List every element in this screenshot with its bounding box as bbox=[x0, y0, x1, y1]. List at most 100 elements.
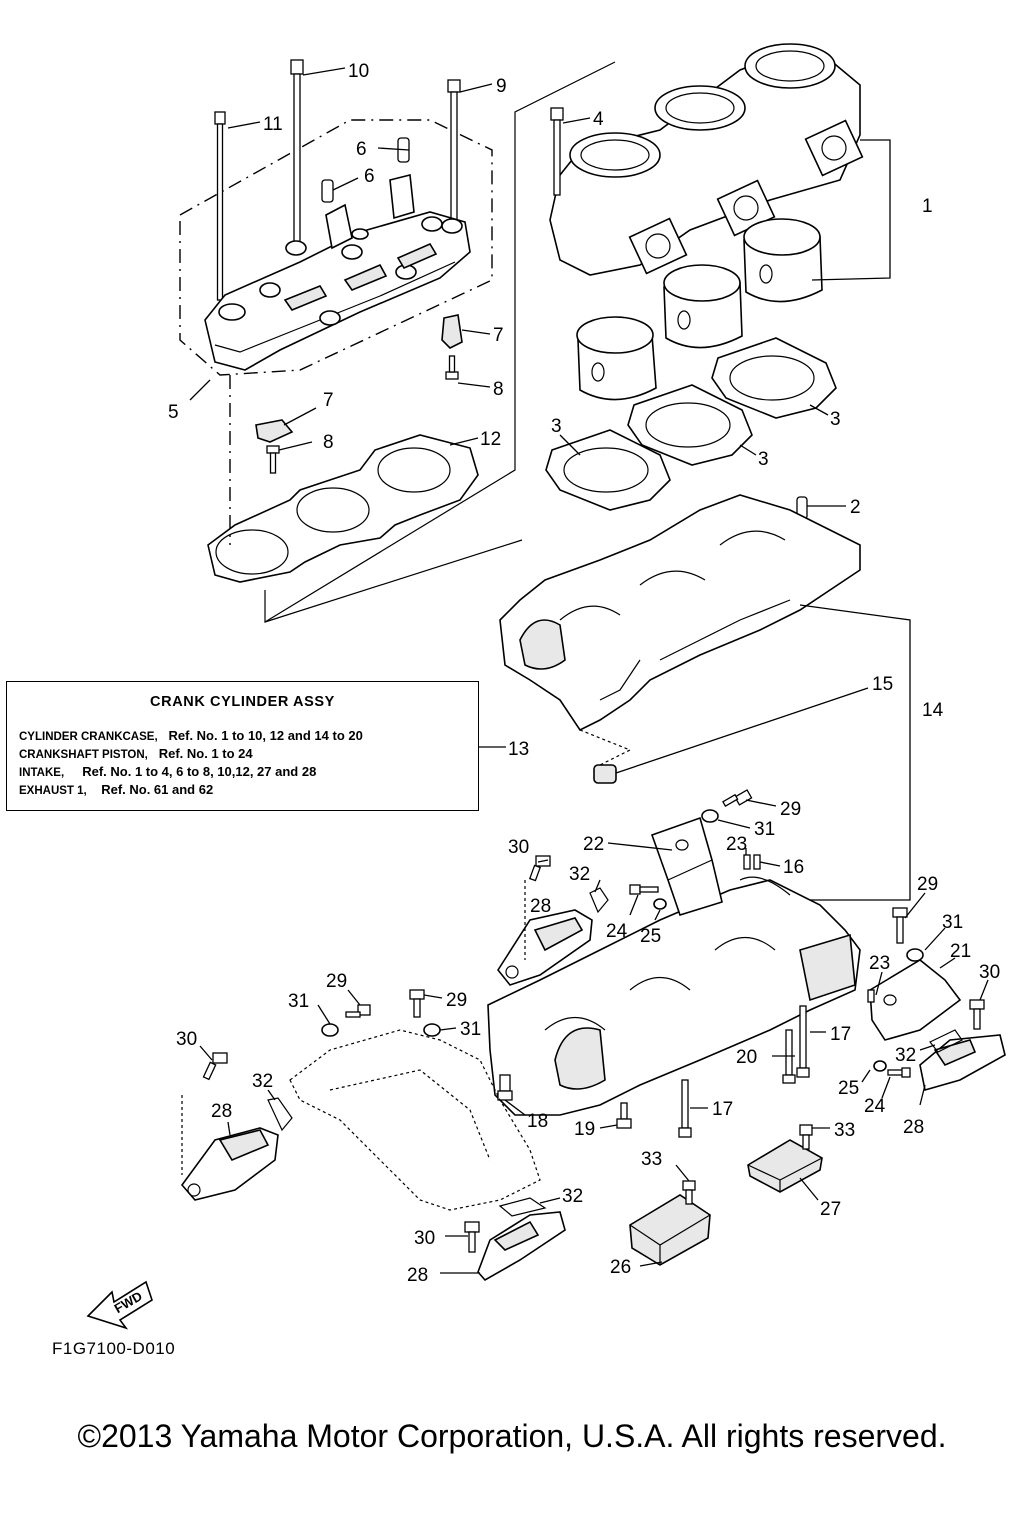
callout-19: 19 bbox=[574, 1119, 595, 1140]
bolt-8a bbox=[445, 355, 459, 380]
callout-29: 29 bbox=[326, 971, 347, 992]
callout-28: 28 bbox=[211, 1101, 232, 1122]
callout-23: 23 bbox=[869, 953, 890, 974]
assembly-line-intake: INTAKE, Ref. No. 1 to 4, 6 to 8, 10,12, … bbox=[19, 764, 316, 779]
assembly-line-crankshaft-piston: CRANKSHAFT PISTON, Ref. No. 1 to 24 bbox=[19, 746, 253, 761]
callout-28: 28 bbox=[530, 896, 551, 917]
callout-32: 32 bbox=[569, 864, 590, 885]
assembly-line-exhaust: EXHAUST 1, Ref. No. 61 and 62 bbox=[19, 782, 213, 797]
callout-30: 30 bbox=[176, 1029, 197, 1050]
upper-crankcase bbox=[499, 494, 861, 732]
callout-32: 32 bbox=[252, 1071, 273, 1092]
callout-12: 12 bbox=[480, 429, 501, 450]
callout-29: 29 bbox=[446, 990, 467, 1011]
assembly-title: CRANK CYLINDER ASSY bbox=[150, 694, 335, 710]
callout-33: 33 bbox=[834, 1120, 855, 1141]
bolt-24a bbox=[629, 884, 659, 895]
callout-3: 3 bbox=[551, 416, 562, 437]
callout-31: 31 bbox=[460, 1019, 481, 1040]
callout-31: 31 bbox=[942, 912, 963, 933]
callout-33: 33 bbox=[641, 1149, 662, 1170]
callout-22: 22 bbox=[583, 834, 604, 855]
callout-11: 11 bbox=[263, 114, 283, 135]
assembly-line-cylinder-crankcase: CYLINDER CRANKCASE, Ref. No. 1 to 10, 12… bbox=[19, 728, 363, 743]
bolt-10 bbox=[290, 59, 304, 245]
bolt-9 bbox=[447, 79, 461, 223]
bolt-29a bbox=[722, 789, 753, 807]
bolt-30b bbox=[969, 999, 985, 1030]
callout-15: 15 bbox=[872, 674, 893, 695]
dowel-pin-16 bbox=[753, 854, 761, 870]
assembly-line-text: Ref. No. 1 to 24 bbox=[158, 746, 253, 761]
callout-30: 30 bbox=[979, 962, 1000, 983]
engine-mount-bracket-22 bbox=[650, 816, 723, 916]
copyright-notice: ©2013 Yamaha Motor Corporation, U.S.A. A… bbox=[77, 1418, 947, 1454]
washer-31c bbox=[321, 1023, 339, 1037]
callout-labels: 1 2 3 3 3 4 5 6 6 7 7 8 8 9 10 11 12 13 … bbox=[168, 61, 1000, 1286]
callout-8: 8 bbox=[323, 432, 334, 453]
dowel-pin-23b bbox=[867, 989, 875, 1003]
piston-b bbox=[663, 264, 743, 349]
callout-32: 32 bbox=[562, 1186, 583, 1207]
shim-32d bbox=[498, 1197, 547, 1217]
drawing-code: F1G7100-D010 bbox=[52, 1339, 176, 1358]
callout-27: 27 bbox=[820, 1199, 841, 1220]
callout-25: 25 bbox=[640, 926, 661, 947]
bolt-29c bbox=[345, 1004, 371, 1018]
washer-31b bbox=[906, 948, 924, 962]
washer-31a bbox=[701, 809, 719, 823]
engine-mount-28a bbox=[497, 909, 593, 986]
shim-32a bbox=[589, 887, 609, 914]
bolt-30d bbox=[464, 1221, 480, 1253]
bolt-8b bbox=[266, 445, 280, 474]
callout-21: 21 bbox=[950, 941, 971, 962]
bolt-20 bbox=[782, 1029, 796, 1084]
engine-mount-28b bbox=[919, 1034, 1006, 1092]
callout-4: 4 bbox=[593, 109, 604, 130]
bolt-19 bbox=[616, 1102, 632, 1129]
cylinder-block bbox=[549, 43, 864, 276]
callout-29: 29 bbox=[780, 799, 801, 820]
shim-32b bbox=[929, 1029, 963, 1053]
callout-31: 31 bbox=[288, 991, 309, 1012]
assembly-line-label: EXHAUST 1, bbox=[19, 785, 87, 797]
bolt-17b bbox=[678, 1079, 692, 1138]
callout-7: 7 bbox=[493, 325, 504, 346]
thermo-sensor-7a bbox=[441, 314, 463, 349]
callout-6: 6 bbox=[364, 166, 375, 187]
assembly-line-text: Ref. No. 1 to 10, 12 and 14 to 20 bbox=[168, 728, 363, 743]
cylinder-head bbox=[204, 174, 471, 371]
washer-25b bbox=[873, 1060, 887, 1072]
crankcase-cover-phantom bbox=[289, 1029, 541, 1211]
head-gasket bbox=[207, 434, 479, 583]
callout-5: 5 bbox=[168, 402, 179, 423]
callout-9: 9 bbox=[496, 76, 507, 97]
callout-16: 16 bbox=[783, 857, 804, 878]
stud-bolt-4 bbox=[550, 107, 564, 196]
callout-1: 1 bbox=[922, 196, 933, 217]
callout-8: 8 bbox=[493, 379, 504, 400]
bolt-24b bbox=[887, 1067, 911, 1078]
callout-7: 7 bbox=[323, 390, 334, 411]
washer-31d bbox=[423, 1023, 441, 1037]
engine-mount-bracket-21 bbox=[869, 959, 962, 1041]
washer-25a bbox=[653, 898, 667, 910]
callout-3: 3 bbox=[830, 409, 841, 430]
dowel-pin-6b bbox=[321, 179, 334, 203]
engine-mount-28c bbox=[180, 1127, 279, 1201]
engine-mount-28d bbox=[477, 1211, 566, 1282]
bolt-17a bbox=[796, 1005, 810, 1078]
assembly-line-text: Ref. No. 1 to 4, 6 to 8, 10,12, 27 and 2… bbox=[82, 764, 317, 779]
bolt-33b bbox=[799, 1124, 813, 1150]
callout-10: 10 bbox=[348, 61, 369, 82]
lower-crankcase bbox=[487, 876, 861, 1116]
callout-24: 24 bbox=[606, 921, 628, 942]
callout-14: 14 bbox=[922, 700, 944, 721]
leader-lines bbox=[189, 67, 989, 1274]
shim-32c bbox=[267, 1097, 293, 1132]
callout-3: 3 bbox=[758, 449, 769, 470]
base-gasket-c bbox=[711, 337, 837, 419]
callout-13: 13 bbox=[508, 739, 529, 760]
callout-6: 6 bbox=[356, 139, 367, 160]
